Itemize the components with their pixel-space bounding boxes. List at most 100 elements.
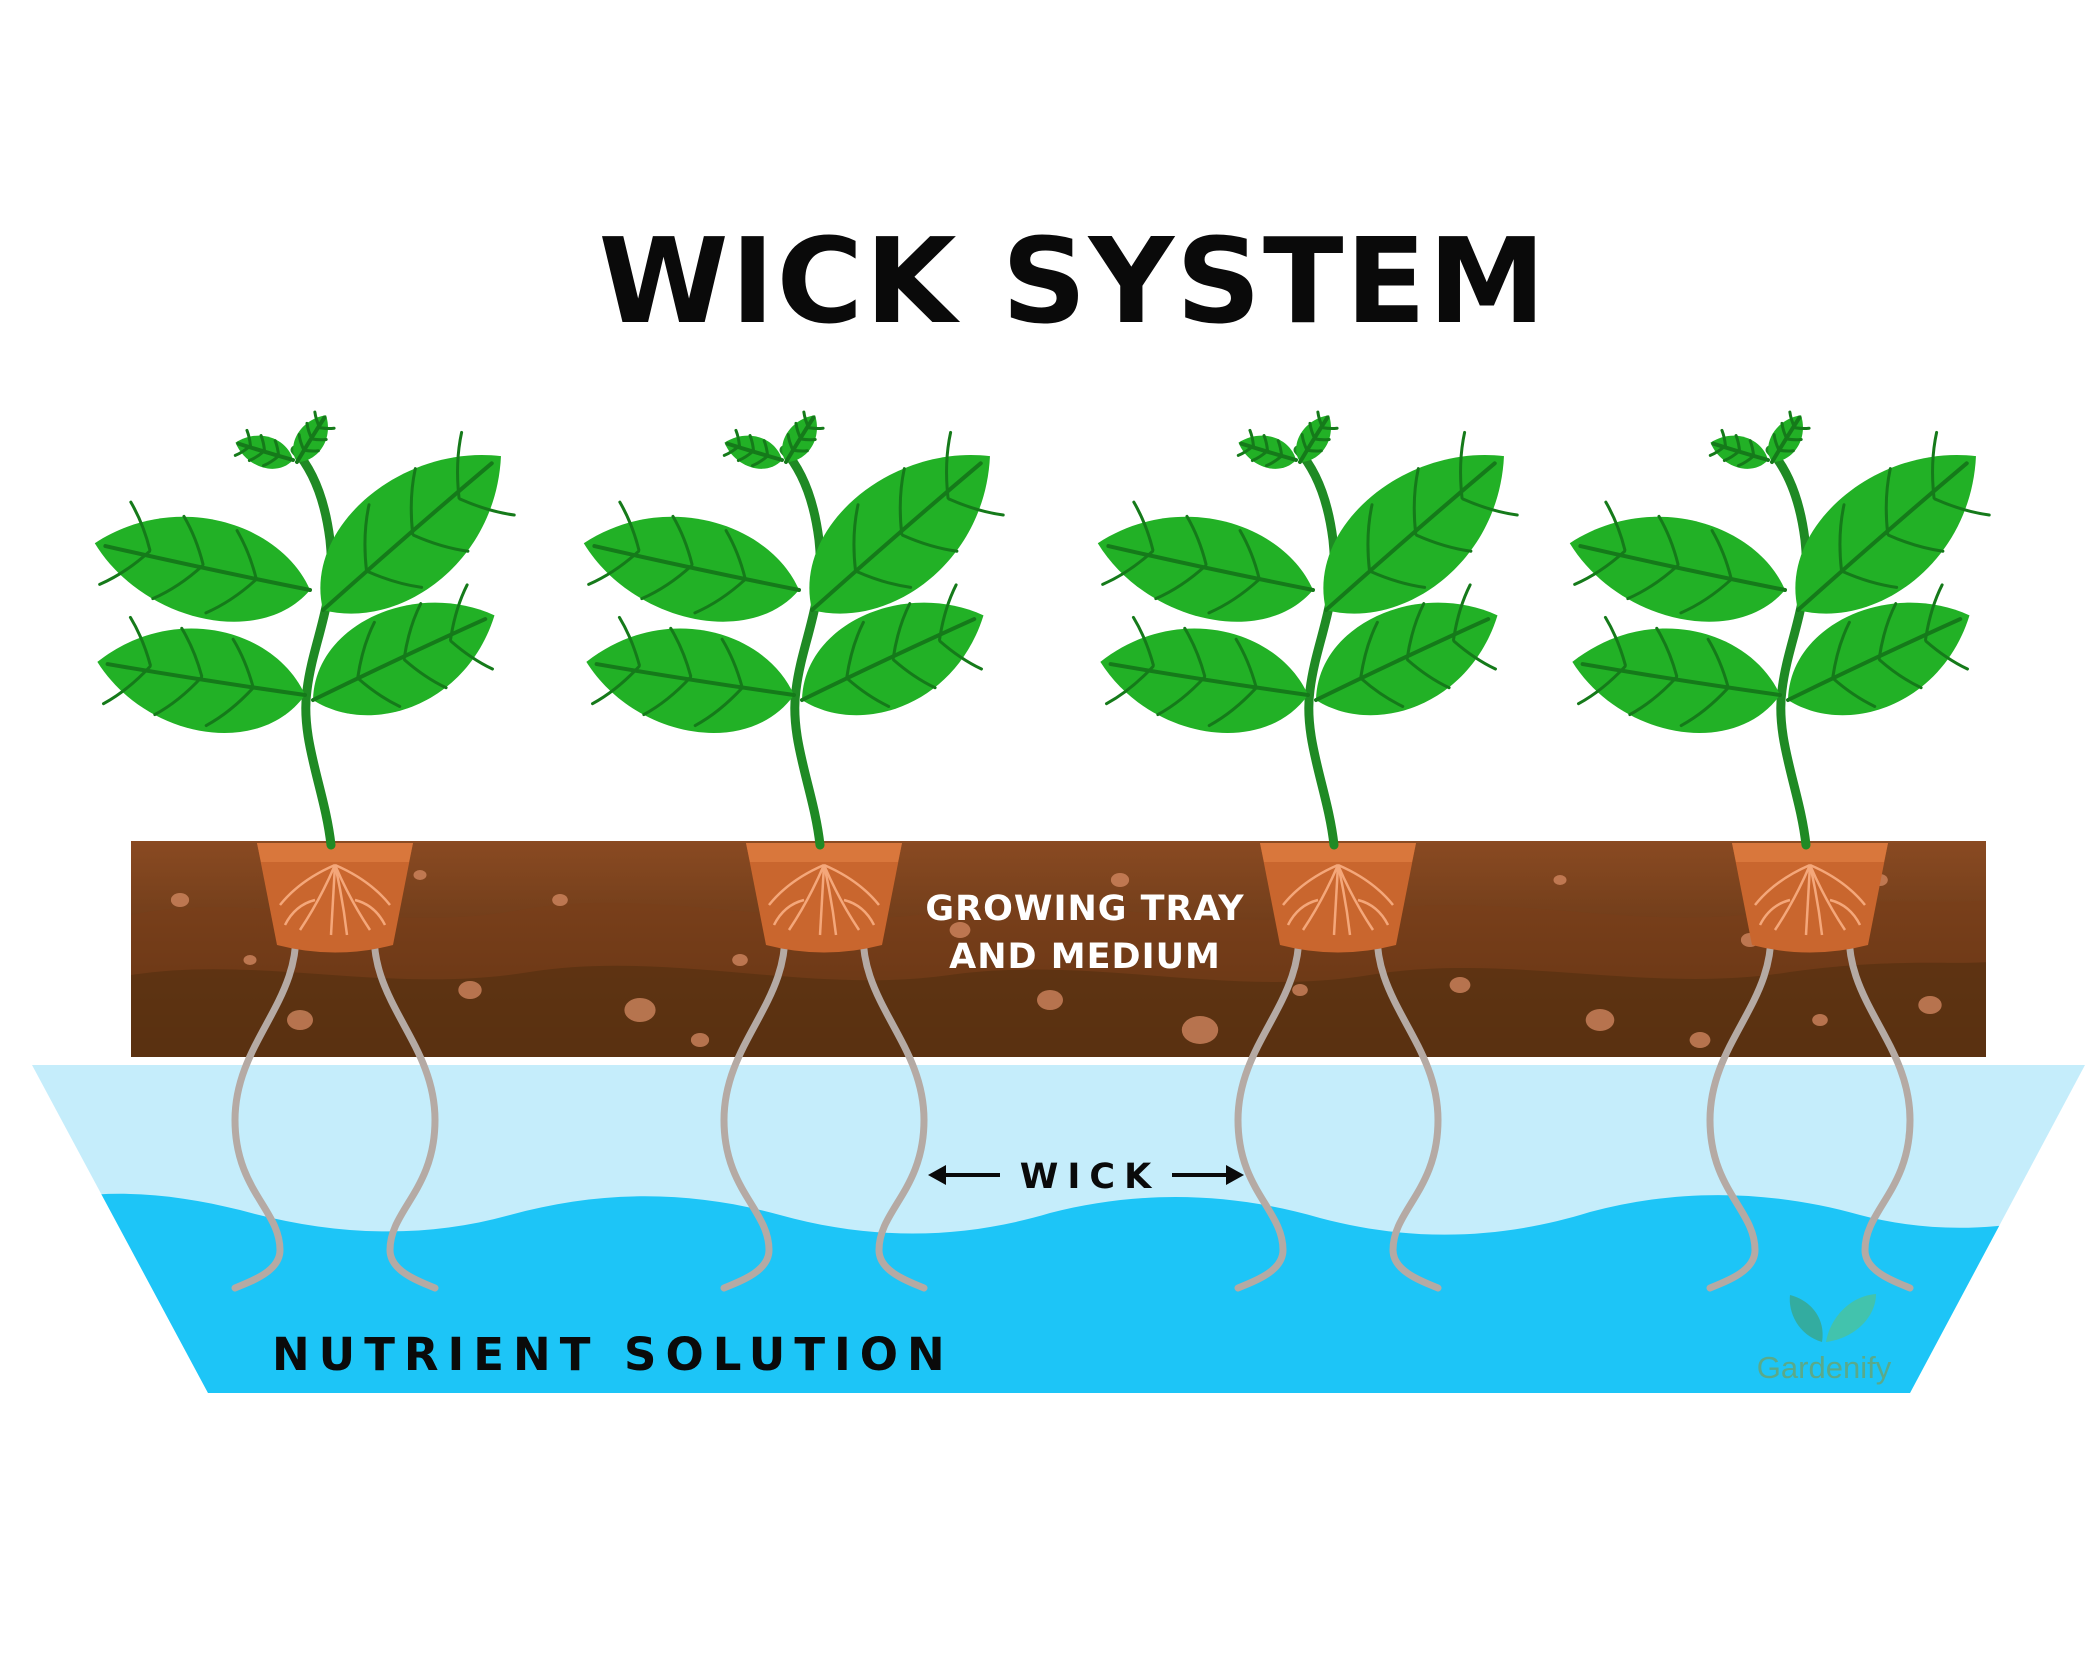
root	[1337, 863, 1394, 906]
root	[1804, 864, 1812, 936]
plant-4	[1569, 410, 1991, 1292]
diagram-title: WICK SYSTEM	[598, 212, 1547, 350]
tray-label-line2: AND MEDIUM	[949, 937, 1221, 977]
root	[768, 863, 825, 906]
nutrient-solution-label: NUTRIENT SOLUTION	[272, 1328, 954, 1381]
net-pot	[257, 843, 413, 953]
soil-pebble	[1918, 996, 1942, 1014]
leaf	[1786, 583, 1970, 716]
leaf	[1097, 500, 1315, 622]
wick-strand	[1706, 916, 1775, 1292]
tray-label-line1: GROWING TRAY	[925, 889, 1244, 929]
leaf	[800, 583, 984, 716]
logo-text: Gardenify	[1757, 1350, 1892, 1385]
root	[822, 864, 838, 936]
soil-pebble	[1689, 1032, 1711, 1048]
soil-pebble	[170, 893, 190, 907]
root	[1336, 864, 1375, 931]
root	[354, 898, 387, 926]
left-arrowhead-icon	[928, 1165, 946, 1185]
root	[1286, 898, 1319, 926]
soil-pebble	[1110, 873, 1130, 887]
soil-pebble	[1553, 875, 1567, 885]
leaf	[233, 428, 295, 469]
wick-strand	[720, 916, 789, 1292]
root	[1357, 898, 1390, 926]
soil-pebble	[552, 894, 568, 906]
soil-pebble	[1181, 1016, 1219, 1044]
stem	[1293, 445, 1339, 850]
wick-strand	[231, 916, 300, 1292]
root	[1282, 863, 1339, 906]
root	[334, 863, 391, 906]
soil-pebble	[287, 1010, 313, 1030]
net-pot	[1732, 843, 1888, 953]
root	[822, 864, 861, 931]
soil-pebble	[690, 1033, 710, 1047]
root	[772, 898, 805, 926]
root	[1808, 864, 1847, 931]
right-arrowhead-icon	[1226, 1165, 1244, 1185]
stem	[779, 445, 825, 850]
wick-label: WICK	[1020, 1157, 1160, 1197]
wick-strand	[859, 916, 928, 1292]
root	[283, 898, 316, 926]
leaf-icon	[1789, 1294, 1876, 1342]
wick-strands	[1706, 916, 1914, 1292]
root	[787, 864, 826, 931]
leaf	[722, 428, 784, 469]
leaf	[293, 410, 336, 464]
root	[298, 864, 337, 931]
soil-pebble	[732, 954, 748, 966]
growing-tray	[131, 841, 1986, 1057]
soil-pebble	[1449, 977, 1471, 993]
root	[823, 863, 880, 906]
root	[329, 864, 337, 936]
leaf	[97, 615, 307, 733]
root	[1332, 864, 1340, 936]
root	[1754, 863, 1811, 906]
root	[1829, 898, 1862, 926]
leaf	[1100, 615, 1310, 733]
soil-pebble	[413, 870, 427, 880]
leaf	[1708, 428, 1770, 469]
gardenify-logo: Gardenify	[1757, 1294, 1892, 1385]
wick-strand	[1234, 916, 1303, 1292]
soil-pebble	[458, 981, 482, 999]
root	[333, 864, 372, 931]
leaf	[1572, 615, 1782, 733]
root	[279, 863, 336, 906]
soil-pebble	[624, 998, 656, 1022]
soil-pebble	[949, 922, 971, 938]
leaf	[320, 430, 516, 614]
leaf	[586, 615, 796, 733]
leaf	[1296, 410, 1339, 464]
root	[818, 864, 826, 936]
plant-2	[583, 410, 1005, 1292]
leaf	[1236, 428, 1298, 469]
wick-strand	[370, 916, 439, 1292]
root	[1773, 864, 1812, 931]
leaf	[782, 410, 825, 464]
nutrient-water	[32, 1193, 2085, 1393]
plants-group	[94, 410, 1991, 1292]
wick-strand	[1845, 916, 1914, 1292]
stem	[290, 445, 336, 850]
leaf	[583, 500, 801, 622]
nutrient-reservoir	[32, 1065, 2085, 1393]
leaf	[94, 500, 312, 622]
plant-3	[1097, 410, 1519, 1292]
soil-pebble	[1585, 1009, 1615, 1031]
wick-label-group: WICK	[928, 1157, 1244, 1197]
leaf	[1314, 583, 1498, 716]
wick-strands	[1234, 916, 1442, 1292]
leaf	[1795, 430, 1991, 614]
root	[1758, 898, 1791, 926]
stem	[1765, 445, 1811, 850]
soil-pebble	[1812, 1014, 1828, 1026]
soil-pebble	[1037, 990, 1063, 1010]
soil-pebble	[1292, 984, 1308, 996]
root	[1809, 863, 1866, 906]
plant-1	[94, 410, 516, 1292]
root	[1301, 864, 1340, 931]
